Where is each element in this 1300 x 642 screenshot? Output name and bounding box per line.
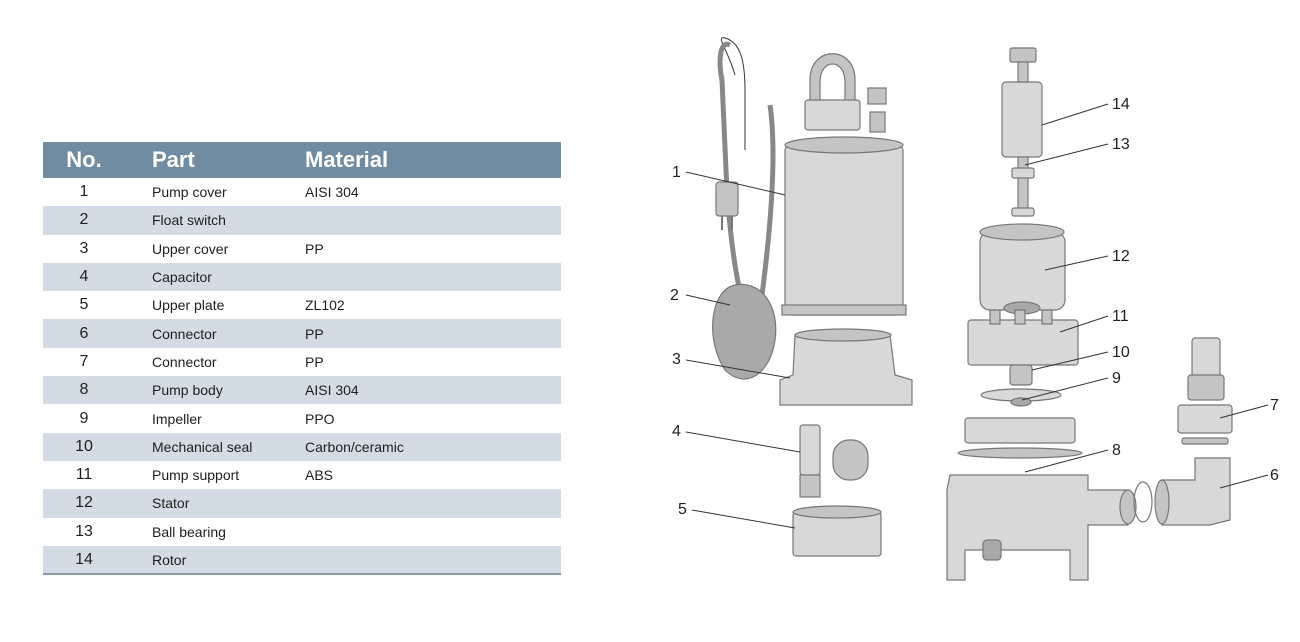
cell-no: 2	[79, 211, 89, 229]
table-row: 10 Mechanical seal Carbon/ceramic	[43, 432, 561, 461]
cell-no: 7	[79, 352, 89, 370]
cell-no: 11	[75, 466, 93, 484]
cell-part: Float switch	[152, 212, 226, 229]
header-part: Part	[152, 147, 195, 172]
table-row: 9 Impeller PPO	[43, 404, 561, 432]
callout-6: 6	[1270, 467, 1279, 484]
cell-part: Rotor	[152, 551, 187, 568]
callout-7: 7	[1270, 397, 1279, 414]
table-row: 2 Float switch	[43, 206, 561, 235]
cell-part: Ball bearing	[152, 523, 226, 540]
upper-cover-part	[779, 328, 913, 406]
leader-lines	[685, 103, 1269, 529]
seal-impeller-part	[980, 364, 1062, 407]
cell-part: Connector	[152, 325, 217, 342]
cell-part: Impeller	[152, 410, 202, 427]
callout-4: 4	[672, 423, 681, 440]
callout-8: 8	[1112, 442, 1121, 459]
table-row: 3 Upper cover PP	[43, 235, 561, 263]
capacitor-part	[799, 424, 869, 498]
callout-5: 5	[678, 501, 687, 518]
header-row: No. Part Material	[43, 142, 561, 178]
cell-material: PP	[305, 353, 324, 370]
callout-10: 10	[1112, 344, 1130, 361]
header-no: No.	[66, 147, 102, 172]
callout-13: 13	[1112, 136, 1130, 153]
table-row: 5 Upper plate ZL102	[43, 291, 561, 319]
cell-no: 5	[79, 296, 89, 314]
table-row: 6 Connector PP	[43, 319, 561, 348]
pump-support-part	[967, 309, 1079, 366]
cell-material: ABS	[305, 467, 334, 484]
cell-no: 12	[75, 494, 93, 512]
connector-7-part	[1177, 337, 1233, 445]
table-row: 11 Pump support ABS	[43, 461, 561, 489]
cell-part: Upper cover	[152, 240, 229, 257]
callout-labels: 1 2 3 4 5 6 7 8 9 10 11 12 13 14	[670, 96, 1279, 518]
cell-material	[304, 489, 561, 517]
cell-no: 13	[75, 522, 93, 540]
exploded-pump-diagram: 1 2 3 4 5 6 7 8 9 10 11 12 13 14	[670, 37, 1279, 581]
cell-no: 14	[75, 550, 93, 568]
cell-material: PP	[305, 240, 324, 257]
cell-material: PP	[305, 325, 324, 342]
table-header: No. Part Material	[43, 142, 561, 178]
cell-part: Stator	[152, 495, 190, 512]
table-row: 14 Rotor	[43, 545, 561, 575]
table-row: 8 Pump body AISI 304	[43, 376, 561, 405]
cell-material: ZL102	[305, 297, 345, 314]
cell-no: 1	[79, 183, 89, 201]
cell-material	[304, 263, 561, 291]
callout-3: 3	[672, 351, 681, 368]
pump-cover-part	[781, 136, 907, 316]
connector-6-part	[1154, 457, 1231, 526]
header-material: Material	[305, 147, 389, 172]
float-switch-part	[712, 37, 777, 380]
pump-body-part	[946, 417, 1153, 581]
cell-no: 9	[79, 409, 89, 427]
callout-2: 2	[670, 287, 679, 304]
callout-9: 9	[1112, 370, 1121, 387]
cell-no: 4	[79, 268, 89, 286]
cell-material: PPO	[305, 410, 335, 427]
callout-14: 14	[1112, 96, 1130, 113]
callout-12: 12	[1112, 248, 1130, 265]
cell-part: Capacitor	[152, 269, 212, 286]
cell-material	[304, 546, 561, 574]
cell-part: Mechanical seal	[152, 438, 253, 455]
cell-no: 6	[79, 324, 89, 342]
cell-no: 8	[79, 381, 89, 399]
table-row: 4 Capacitor	[43, 262, 561, 292]
upper-plate-part	[792, 505, 882, 557]
cell-part: Upper plate	[152, 297, 225, 314]
table-row: 13 Ball bearing	[43, 518, 561, 546]
cell-part: Connector	[152, 353, 217, 370]
cell-part: Pump body	[152, 382, 223, 399]
cell-material: Carbon/ceramic	[305, 438, 404, 455]
cell-no: 3	[79, 239, 89, 257]
handle-part	[804, 53, 887, 133]
rotor-part	[1001, 47, 1043, 217]
stator-part	[979, 223, 1066, 315]
cell-material	[304, 518, 561, 546]
table-row: 7 Connector PP	[43, 348, 561, 376]
cell-material: AISI 304	[305, 184, 359, 201]
callout-1: 1	[672, 164, 681, 181]
table-row: 1 Pump cover AISI 304	[43, 178, 561, 206]
cell-material	[304, 206, 561, 234]
cell-material: AISI 304	[305, 382, 359, 399]
callout-11: 11	[1112, 308, 1129, 325]
cell-part: Pump cover	[152, 184, 227, 201]
cell-part: Pump support	[152, 467, 240, 484]
table-row: 12 Stator	[43, 489, 561, 518]
cell-no: 10	[75, 437, 93, 455]
